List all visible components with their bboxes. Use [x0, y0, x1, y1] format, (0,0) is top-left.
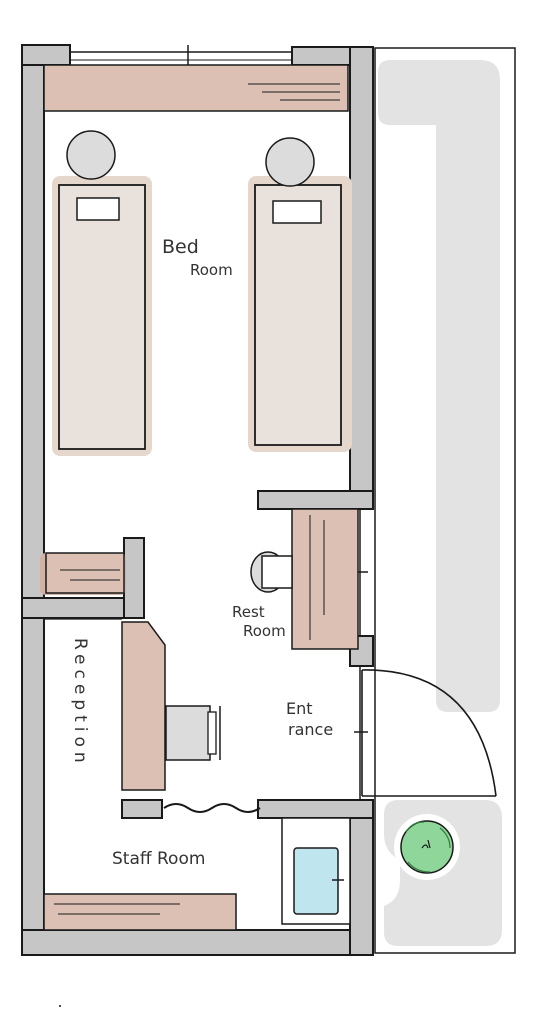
- pillow-right-icon: [265, 137, 315, 187]
- top-shelf: [43, 64, 349, 112]
- bed-right: [248, 137, 352, 452]
- wall-staff-top-right: [257, 799, 374, 819]
- pillow-left-icon: [66, 130, 116, 180]
- label-bed-room-line1: Bed: [162, 236, 199, 258]
- label-entrance-line2: rance: [288, 720, 333, 739]
- wall-restroom-top: [257, 490, 374, 510]
- reception-desk: [121, 621, 166, 791]
- entrance-door: [361, 669, 497, 797]
- restroom-counter: [291, 508, 359, 650]
- staff-sink: [281, 817, 351, 925]
- label-entrance-line1: Ent: [286, 699, 313, 718]
- label-staff-room: Staff Room: [112, 849, 205, 869]
- wall-right-upper: [349, 46, 374, 510]
- walls: [21, 44, 374, 956]
- label-reception: Reception: [70, 638, 90, 768]
- margin-dot: [59, 1005, 61, 1007]
- label-rest-room-line1: Rest: [232, 603, 265, 621]
- wall-reception-post: [123, 537, 145, 619]
- label-bed-room-line2: Room: [190, 261, 233, 279]
- wall-bottom: [21, 929, 374, 956]
- wall-left: [21, 44, 45, 956]
- chair-icon: [165, 705, 221, 761]
- label-rest-room-line2: Room: [243, 622, 286, 640]
- bed-left: [52, 130, 152, 456]
- wall-staff-top-left: [121, 799, 163, 819]
- toilet-icon: [250, 551, 293, 593]
- wall-top-left: [21, 44, 71, 66]
- reception-cabinet: [40, 552, 126, 595]
- plant-icon: [394, 814, 460, 880]
- staff-shelf: [43, 893, 237, 931]
- wall-right-lower: [349, 799, 374, 956]
- curtain: [163, 803, 261, 813]
